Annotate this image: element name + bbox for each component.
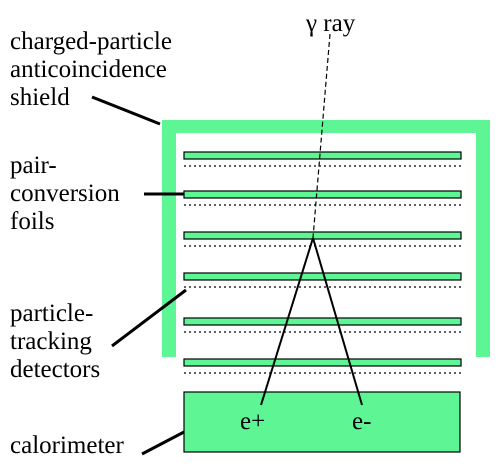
foils-label: pair- conversion foils [10, 152, 120, 236]
tracking-label-line: tracking [10, 328, 92, 355]
electron-track [312, 237, 363, 406]
shield-label-line: charged-particle [10, 28, 172, 55]
shield-label-line: shield [10, 84, 70, 111]
conversion-foil [183, 151, 462, 160]
foils-label-line: pair- [10, 152, 57, 179]
conversion-foil [183, 317, 462, 326]
shield-leader-line [91, 95, 161, 126]
calorimeter-leader-line [141, 430, 185, 456]
conversion-foil [183, 190, 462, 199]
shield-label-line: anticoincidence [10, 56, 167, 83]
conversion-foil [183, 231, 462, 240]
anticoincidence-shield [162, 120, 490, 357]
gamma-ray-label: γ ray [306, 10, 356, 37]
foils-label-line: conversion [10, 180, 120, 207]
conversion-foils [183, 151, 462, 367]
leader-lines [91, 95, 187, 456]
shield-label: charged-particle anticoincidence shield [10, 28, 172, 112]
positron-label: e+ [240, 408, 266, 435]
positron-track [260, 237, 314, 406]
shield-right-wall [476, 120, 490, 357]
tracking-label-line: particle- [10, 300, 94, 327]
electron-label: e- [352, 408, 372, 435]
tracking-label: particle- tracking detectors [10, 300, 100, 384]
foils-label-line: foils [10, 208, 55, 235]
conversion-foil [183, 272, 462, 281]
shield-top-bar [162, 120, 490, 133]
shield-left-wall [162, 120, 176, 357]
gamma-ray-track [312, 33, 331, 239]
tracking-label-line: detectors [10, 356, 101, 383]
tracking-planes [184, 165, 461, 374]
tracking-leader-line [111, 288, 187, 348]
calorimeter-block [183, 391, 461, 453]
calorimeter-label: calorimeter [10, 432, 124, 459]
conversion-foil [183, 358, 462, 367]
